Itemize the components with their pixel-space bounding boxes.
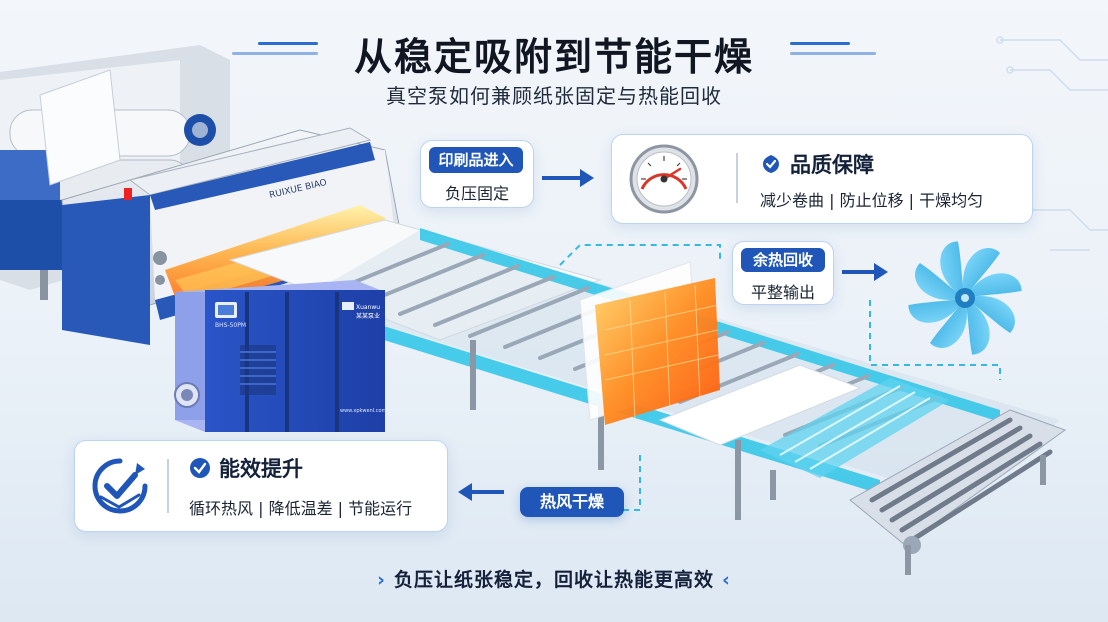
efficiency-title: 能效提升: [219, 457, 303, 481]
pressure-gauge-icon: [629, 144, 699, 214]
title-deco-right-1: [790, 42, 850, 45]
quality-card: 品质保障 减少卷曲 | 防止位移 | 干燥均匀: [611, 134, 1033, 224]
footer-text: 负压让纸张稳定，回收让热能更高效: [393, 569, 714, 591]
efficiency-divider: [167, 459, 169, 513]
page-title: 从稳定吸附到节能干燥: [353, 35, 754, 79]
pump-brand-cn-label: 某某泵业: [356, 312, 380, 320]
heat-recovery-card: 余热回收 平整输出: [732, 241, 834, 305]
check-circle-icon: [190, 458, 210, 478]
flow-guide-lines: [559, 244, 1001, 511]
check-badge-icon: [763, 155, 779, 173]
check-cycle-icon: [92, 458, 148, 514]
quality-divider: [736, 153, 738, 203]
print-entry-card: 印刷品进入 负压固定: [420, 140, 534, 208]
print-entry-tag: 印刷品进入: [429, 147, 523, 173]
title-deco-left-1: [258, 42, 318, 45]
arrow-to-quality: [542, 169, 594, 187]
pump-brand-label: Xuanwu: [356, 304, 380, 311]
circuit-lines: [996, 36, 1108, 251]
fan-icon: [908, 241, 1022, 355]
heat-recovery-tag: 余热回收: [741, 248, 825, 272]
arrow-to-fan: [842, 263, 888, 281]
quality-title: 品质保障: [790, 153, 874, 177]
page-subtitle: 真空泵如何兼顾纸张固定与热能回收: [386, 84, 722, 108]
arrow-to-efficiency: [458, 483, 504, 501]
print-entry-detail: 负压固定: [444, 184, 509, 203]
vacuum-pump: Xuanwu 某某泵业 BHS-50PM www.xpkwenl.com: [174, 280, 387, 432]
hot-air-panels: [579, 261, 950, 478]
chevron-left-icon: ‹: [722, 569, 731, 591]
efficiency-detail: 循环热风 | 降低温差 | 节能运行: [189, 499, 413, 518]
pump-model-label: BHS-50PM: [215, 322, 246, 329]
efficiency-card: 能效提升 循环热风 | 降低温差 | 节能运行: [74, 440, 448, 532]
hot-air-tag: 热风干燥: [520, 487, 624, 517]
footer-summary: › 负压让纸张稳定，回收让热能更高效 ‹: [0, 565, 1108, 592]
title-deco-left-2: [232, 52, 318, 55]
quality-detail: 减少卷曲 | 防止位移 | 干燥均匀: [760, 191, 984, 210]
chevron-right-icon: ›: [377, 569, 386, 591]
heat-recovery-detail: 平整输出: [750, 283, 815, 302]
pump-url-label: www.xpkwenl.com: [340, 408, 387, 414]
title-deco-right-2: [790, 52, 876, 55]
